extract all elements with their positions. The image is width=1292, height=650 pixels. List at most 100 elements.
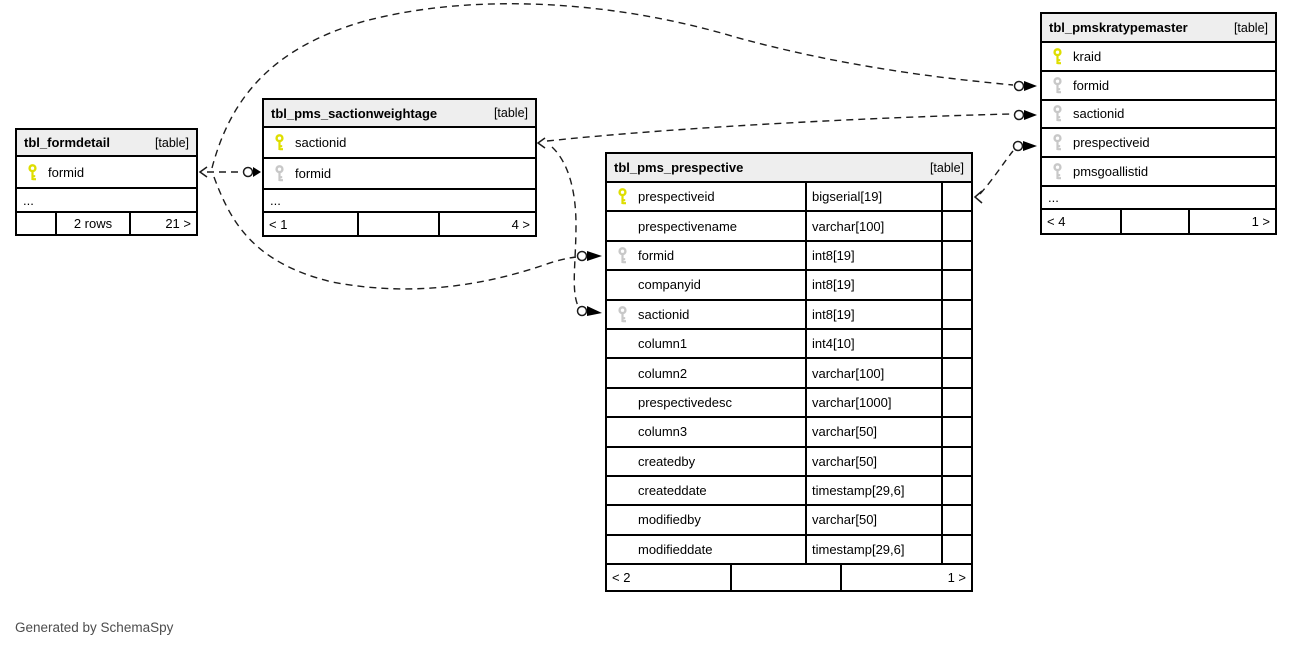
column-name: column1 [638, 336, 688, 352]
table-header[interactable]: tbl_pms_sactionweightage[table] [264, 100, 535, 128]
column-name: modifieddate [638, 541, 713, 557]
foreign-key-icon [1042, 105, 1073, 122]
table-tbl_pms_sactionweightage[interactable]: tbl_pms_sactionweightage[table] sactionid… [262, 98, 537, 237]
edge-sactionweightage-sactionid-to-pmskratypemaster-sactionid [536, 109, 1037, 149]
table-title[interactable]: tbl_pmskratypemaster [1049, 20, 1188, 35]
column-name: prespectivedesc [638, 394, 732, 410]
footer-cell-left: < 4 [1042, 209, 1122, 233]
foreign-key-icon [607, 247, 638, 264]
hidden-columns-ellipsis: ... [1042, 187, 1275, 210]
row-end-cell [943, 242, 971, 269]
table-type-badge: [table] [154, 135, 189, 150]
primary-key-icon [17, 163, 48, 181]
footer-cell-left: < 1 [264, 213, 359, 235]
column-name: column2 [638, 365, 688, 381]
footer-cell-right: 1 > [1251, 213, 1270, 229]
primary-key-icon [1042, 47, 1073, 65]
column-name: formid [1073, 77, 1110, 93]
table-tbl_pms_prespective[interactable]: tbl_pms_prespective [table] prespectiveid b… [605, 152, 973, 593]
column-row-formid: formid [17, 157, 196, 189]
primary-key-icon [607, 188, 638, 205]
column-row-column1: column1 int4[10] [607, 329, 971, 360]
column-type: varchar[50] [807, 418, 943, 446]
row-end-cell [943, 477, 971, 504]
hidden-columns-ellipsis: ... [17, 189, 196, 213]
column-row-companyid: companyid int8[19] [607, 271, 971, 301]
column-row-createddate: createddate timestamp[29,6] [607, 476, 971, 507]
column-row-pmsgoallistid: pmsgoallistid [1042, 158, 1275, 187]
table-title[interactable]: tbl_pms_sactionweightage [271, 105, 438, 121]
foreign-key-icon [1042, 76, 1073, 94]
column-type: bigserial[19] [807, 183, 943, 211]
column-name: kraid [1073, 48, 1102, 64]
column-type: int8[19] [807, 300, 943, 328]
column-type: varchar[50] [807, 506, 943, 534]
foreign-key-icon [1042, 134, 1073, 151]
hidden-columns-ellipsis: ... [264, 190, 535, 213]
row-end-cell [943, 389, 971, 416]
column-row-prespectiveid: prespectiveid [1042, 129, 1275, 159]
footer-cell-center: 2 rows [57, 213, 131, 234]
column-type: varchar[50] [807, 447, 943, 475]
edge-sactionweightage-sactionid-to-prespective-sactionid [551, 146, 602, 317]
column-row-formid: formid [264, 159, 535, 190]
column-name: formid [48, 164, 85, 180]
column-name: formid [638, 247, 675, 263]
column-row-prespectiveid: prespectiveid bigserial[19] [607, 183, 971, 213]
row-end-cell [943, 506, 971, 533]
primary-key-icon [264, 134, 295, 151]
column-name: sactionid [295, 135, 347, 150]
row-end-cell [943, 330, 971, 357]
row-end-cell [943, 183, 971, 210]
table-type-badge: [table] [929, 160, 964, 175]
foreign-key-icon [264, 165, 295, 182]
foreign-key-icon [607, 305, 638, 323]
table-tbl_formdetail[interactable]: tbl_formdetail [table] formid...2 rows 21 > [15, 128, 198, 236]
column-row-modifieddate: modifieddate timestamp[29,6] [607, 535, 971, 566]
row-end-cell [943, 536, 971, 563]
footer-cell-left: < 2 [607, 565, 732, 591]
row-end-cell [943, 448, 971, 475]
footer-cell-center [732, 565, 842, 591]
footer-cell-right: 4 > [511, 216, 530, 232]
column-type: int8[19] [807, 271, 943, 299]
generator-note: Generated by SchemaSpy [15, 620, 174, 635]
column-name: column3 [638, 424, 688, 440]
column-name: createdby [638, 453, 696, 469]
table-header[interactable]: tbl_formdetail [table] [17, 130, 196, 157]
table-title[interactable]: tbl_formdetail [24, 135, 110, 150]
table-header[interactable]: tbl_pms_prespective [table] [607, 154, 971, 183]
table-title[interactable]: tbl_pms_prespective [614, 160, 744, 175]
column-row-sactionid: sactionid int8[19] [607, 300, 971, 330]
column-row-formid: formid [1042, 72, 1275, 101]
column-name: companyid [638, 277, 701, 293]
column-row-modifiedby: modifiedby varchar[50] [607, 506, 971, 536]
footer-cell-center [359, 213, 440, 235]
row-end-cell [943, 359, 971, 386]
column-name: prespectivename [638, 218, 737, 234]
column-type: timestamp[29,6] [807, 476, 943, 505]
table-header[interactable]: tbl_pmskratypemaster[table] [1042, 14, 1275, 43]
footer-cell-right: 21 > [165, 216, 191, 231]
column-name: formid [295, 166, 332, 181]
table-footer: < 1 4 > [264, 213, 535, 235]
column-row-column3: column3 varchar[50] [607, 418, 971, 448]
column-name: prespectiveid [638, 189, 715, 205]
foreign-key-icon [1042, 163, 1073, 180]
edge-formdetail-formid-to-sactionweightage-formid [198, 166, 261, 178]
footer-cell-center [1122, 209, 1190, 233]
column-name: createddate [638, 483, 707, 499]
column-type: int4[10] [807, 329, 943, 358]
column-row-createdby: createdby varchar[50] [607, 447, 971, 477]
column-name: sactionid [638, 306, 690, 322]
column-name: modifiedby [638, 512, 701, 528]
column-name: pmsgoallistid [1073, 164, 1149, 180]
column-type: timestamp[29,6] [807, 535, 943, 564]
